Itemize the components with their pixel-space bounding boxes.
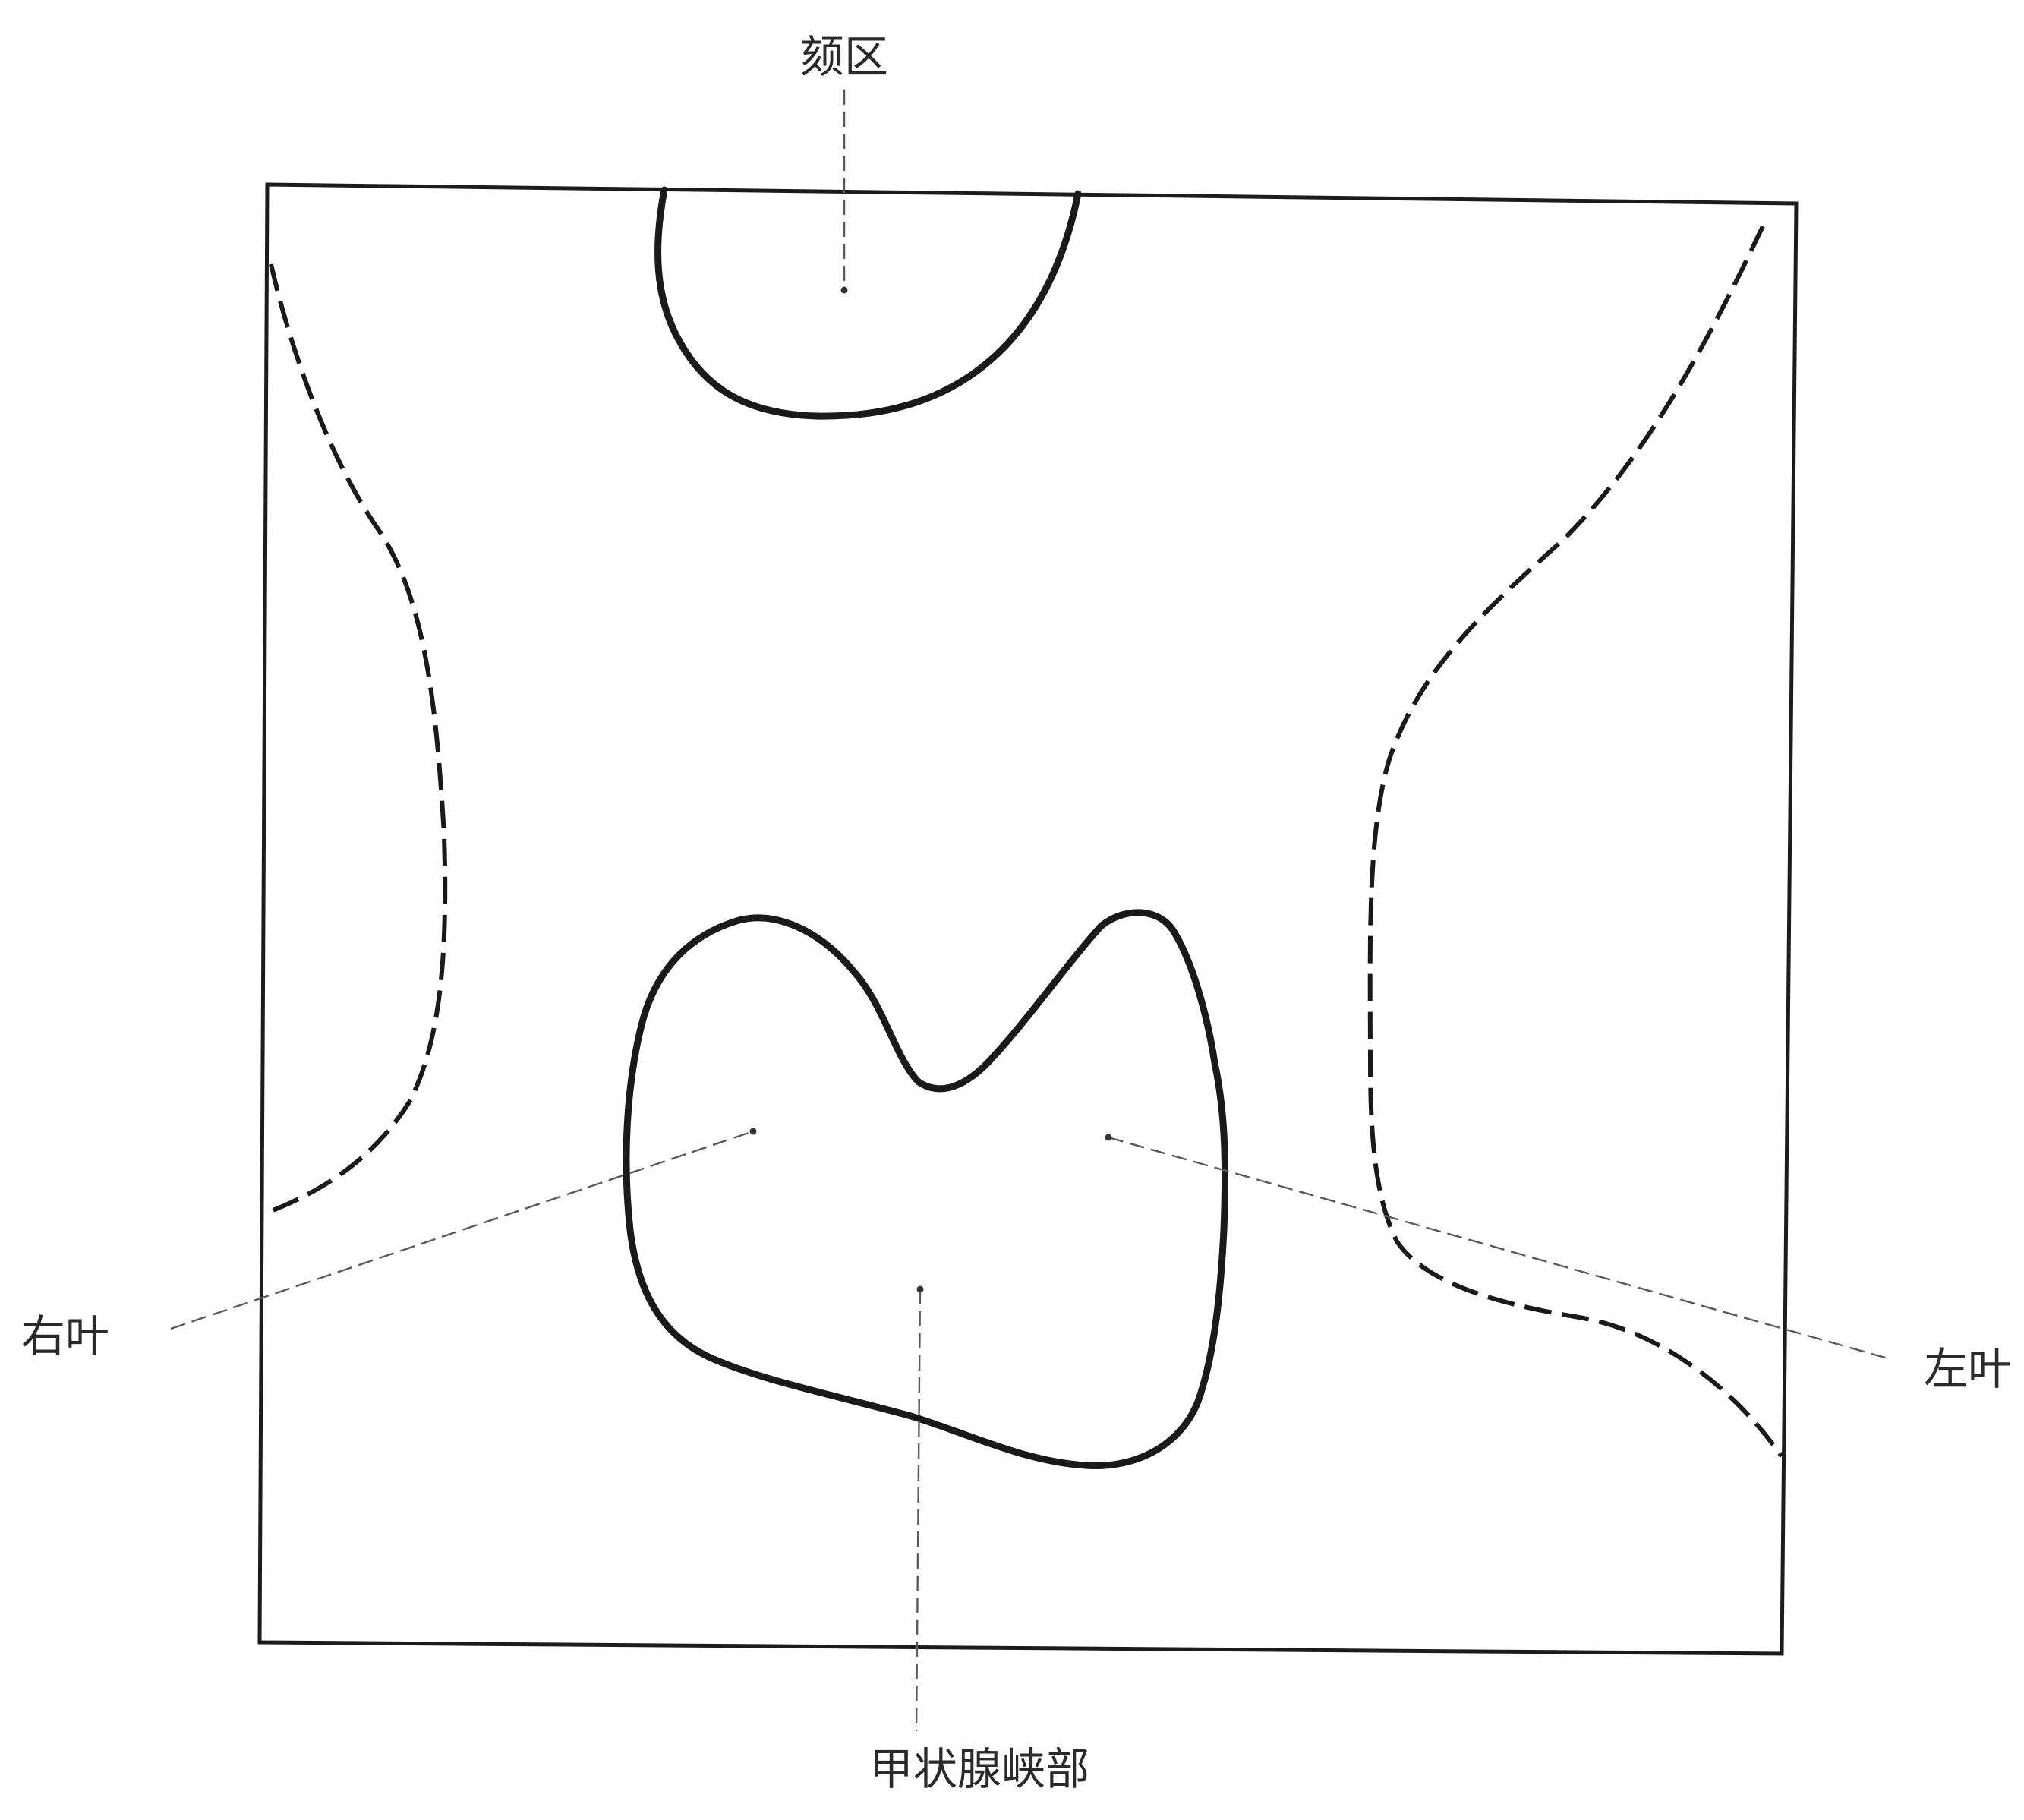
isthmus-leader <box>915 1289 922 1732</box>
chin-region-anchor <box>840 286 848 294</box>
left-lobe-label: 左叶 <box>1924 1343 2012 1395</box>
left-lobe-leader <box>1108 1136 1891 1361</box>
right-lobe-leader <box>170 1130 754 1330</box>
thyroid-isthmus-outline <box>623 909 1229 1469</box>
right-muscle-contour <box>269 263 448 1213</box>
isthmus-anchor <box>916 1285 924 1293</box>
chin-region-label: 颏区 <box>800 31 888 83</box>
right-lobe-anchor <box>749 1128 757 1135</box>
right-lobe-label: 右叶 <box>21 1311 109 1362</box>
left-lobe-anchor <box>1105 1134 1112 1141</box>
thyroid-isthmus-label: 甲状腺峡部 <box>869 1743 1089 1795</box>
image-frame <box>257 182 1799 1656</box>
left-muscle-contour <box>1367 225 1784 1458</box>
chin-region-outline <box>654 186 1082 420</box>
